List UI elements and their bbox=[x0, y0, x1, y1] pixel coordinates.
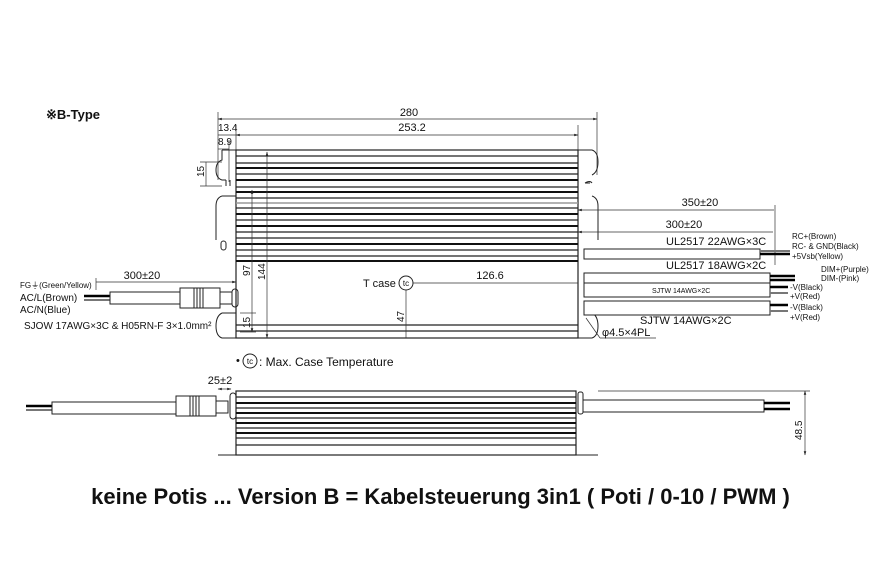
output-cable1 bbox=[583, 248, 761, 260]
dim-gland-length: 25±2 bbox=[208, 375, 232, 387]
flange-slot bbox=[220, 240, 227, 251]
output-cable2 bbox=[583, 272, 771, 284]
out1-wire-5vsb: +5Vsb(Yellow) bbox=[792, 252, 843, 261]
dim-height-inner: 97 bbox=[242, 264, 253, 276]
right-flange bbox=[578, 149, 599, 339]
input-wire-l: AC/L(Brown) bbox=[20, 293, 77, 304]
dim-body-length: 253.2 bbox=[398, 122, 426, 134]
tc-symbol-text: tc bbox=[403, 279, 409, 288]
output-cable1-spec: UL2517 22AWG×3C bbox=[666, 236, 766, 248]
dim-hole-offset: 8.9 bbox=[218, 137, 232, 148]
dim-height-outer: 144 bbox=[257, 263, 268, 280]
out2-wire-dim-plus: DIM+(Purple) bbox=[821, 265, 869, 274]
out1-wire-rc-minus: RC- & GND(Black) bbox=[792, 242, 859, 251]
input-cable-length: 300±20 bbox=[124, 270, 161, 282]
output-cable2-spec: UL2517 18AWG×2C bbox=[666, 260, 766, 272]
legend-tc-text: tc bbox=[247, 357, 253, 366]
dim-bottom-tab: 15 bbox=[242, 316, 253, 328]
out1-wire-rc-plus: RC+(Brown) bbox=[792, 232, 837, 241]
dim-overall-length: 280 bbox=[400, 107, 418, 119]
legend-tc-icon bbox=[242, 353, 258, 369]
input-cable: 300±20 FG⏚(Green/Yellow) AC/L(Brown) AC/… bbox=[20, 270, 239, 332]
legend-bullet: • bbox=[236, 355, 240, 367]
drawing-title: ※B-Type bbox=[46, 107, 100, 122]
output-cable3-spec: SJTW 14AWG×2C bbox=[652, 288, 710, 295]
output-cable1-length: 350±20 bbox=[682, 197, 719, 209]
top-view: 280 253.2 13.4 8.9 15 bbox=[196, 107, 656, 369]
output-cable4 bbox=[583, 300, 771, 316]
output-cable2-length: 300±20 bbox=[666, 219, 703, 231]
input-wire-fg: FG⏚(Green/Yellow) bbox=[20, 281, 92, 290]
dim-side-height: 48.5 bbox=[794, 420, 805, 440]
heatsink-fins bbox=[236, 155, 578, 332]
output-cable4-spec: SJTW 14AWG×2C bbox=[640, 315, 732, 327]
left-flange bbox=[215, 149, 236, 339]
out2-wire-dim-minus: DIM-(Pink) bbox=[821, 274, 860, 283]
out4-wire-pos: +V(Red) bbox=[790, 313, 820, 322]
out3-wire-neg: -V(Black) bbox=[790, 283, 823, 292]
tcase-label: T case bbox=[363, 278, 396, 290]
dim-tab-height: 15 bbox=[196, 165, 207, 177]
output-cables: 350±20 300±20 UL2517 22AWG×3C RC+(Brown)… bbox=[577, 197, 869, 327]
input-wire-n: AC/N(Blue) bbox=[20, 305, 71, 316]
mount-hole-spec: φ4.5×4PL bbox=[602, 327, 650, 339]
output-cable3 bbox=[583, 282, 771, 298]
out3-wire-pos: +V(Red) bbox=[790, 292, 820, 301]
caption-text: keine Potis ... Version B = Kabelsteueru… bbox=[91, 484, 790, 509]
dim-tcase-y: 47 bbox=[396, 310, 407, 322]
dim-tcase-x: 126.6 bbox=[476, 270, 504, 282]
dim-tab-offset: 13.4 bbox=[218, 123, 238, 134]
input-cable-spec: SJOW 17AWG×3C & H05RN-F 3×1.0mm² bbox=[24, 321, 212, 332]
out4-wire-neg: -V(Black) bbox=[790, 303, 823, 312]
legend-text: : Max. Case Temperature bbox=[259, 355, 394, 369]
side-view: 25±2 48.5 bbox=[26, 375, 810, 456]
